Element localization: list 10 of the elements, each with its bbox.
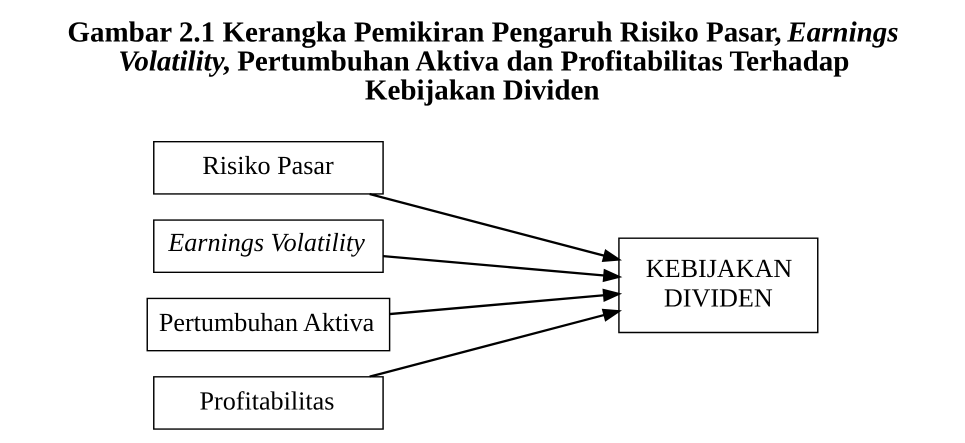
node-box: Earnings Volatility: [153, 219, 384, 274]
node-box: KEBIJAKAN DIVIDEN: [618, 237, 818, 334]
node-box: Pertumbuhan Aktiva: [146, 298, 390, 352]
arrow: [390, 288, 622, 316]
node-box: Risiko Pasar: [153, 140, 384, 195]
arrow: [369, 192, 622, 262]
node-box: Profitabilitas: [153, 376, 384, 430]
arrow: [369, 308, 622, 378]
diagram-title: Gambar 2.1 Kerangka Pemikiran Pengaruh Risiko Pasar, Earnings Volatility, Pertumbuhan Aktiva dan Profitabilitas Terhadap Kebijakan Dividen: [67, 16, 899, 107]
arrow: [383, 254, 622, 282]
